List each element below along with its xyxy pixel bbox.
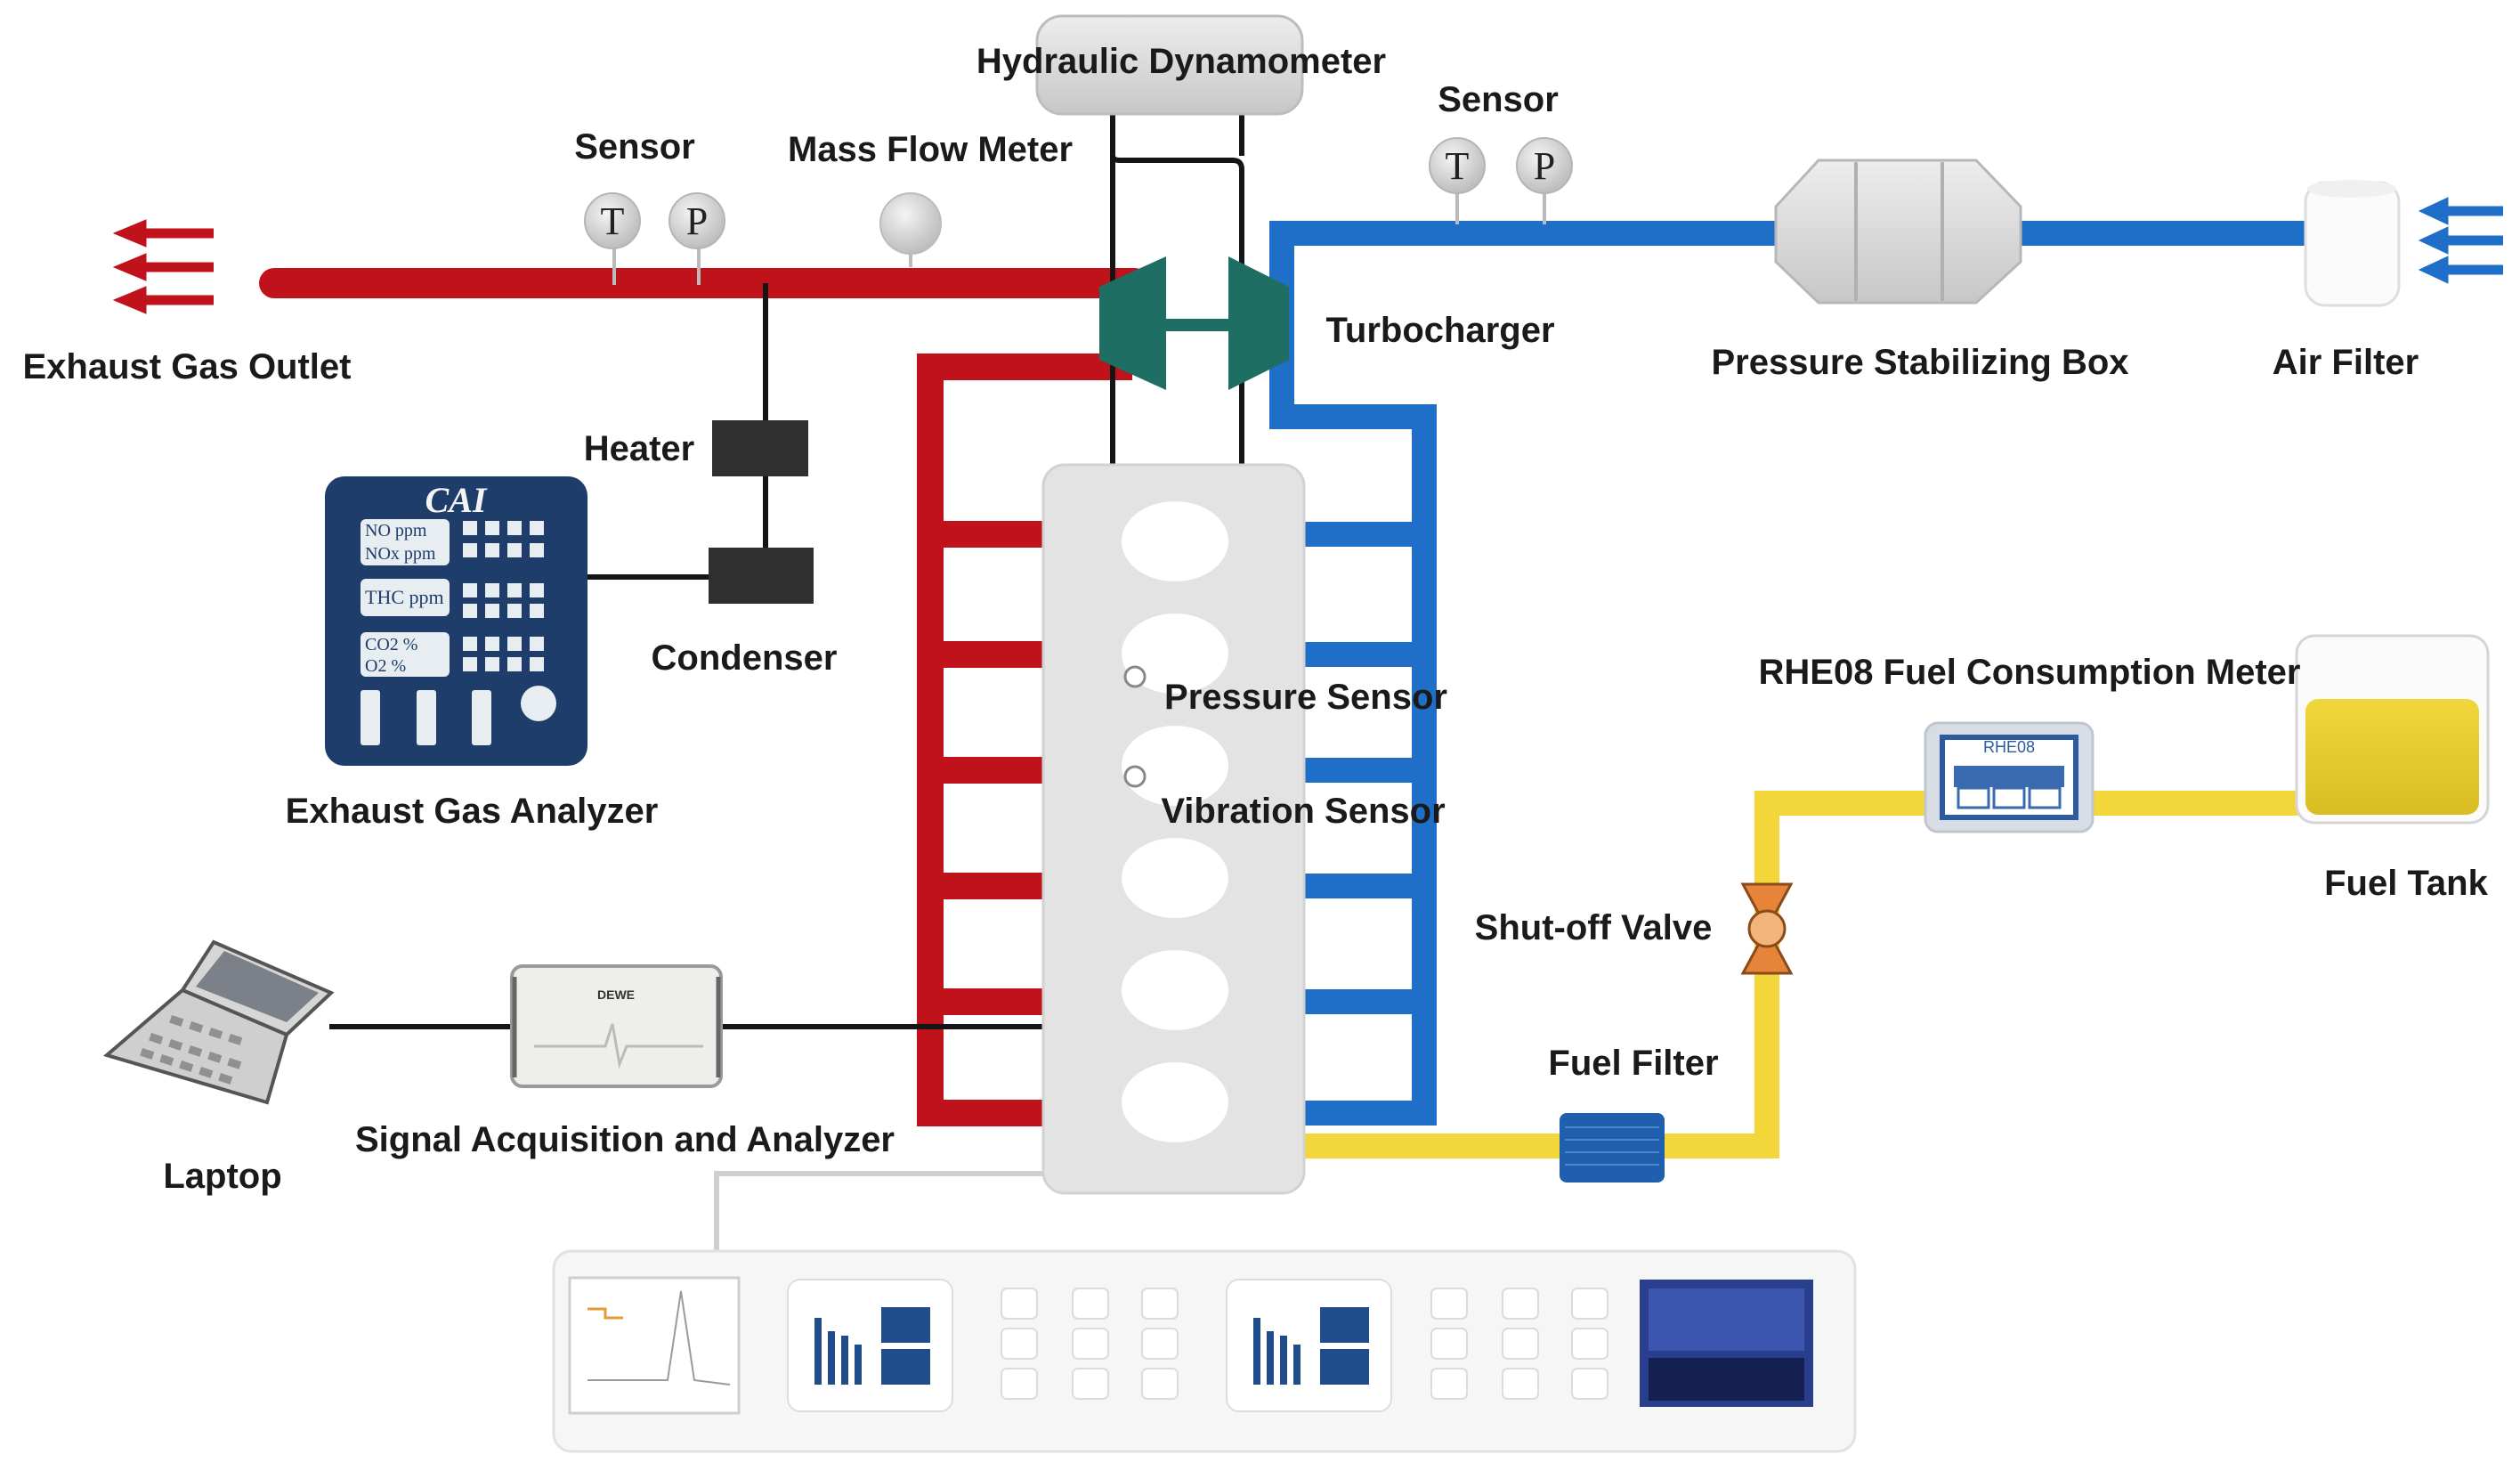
label-exhaust-sensor: Sensor (574, 127, 695, 167)
svg-text:NO ppm: NO ppm (365, 521, 427, 540)
engine-block (1041, 463, 1306, 1195)
label-pressure-stabilizing-box: Pressure Stabilizing Box (1711, 343, 2128, 382)
cylinder (1122, 501, 1228, 581)
monitoring-panel (552, 1249, 1857, 1453)
label-fuel-filter: Fuel Filter (1548, 1044, 1718, 1083)
label-hydraulic-dynamometer: Hydraulic Dynamometer (976, 42, 1386, 81)
svg-text:P: P (686, 199, 708, 243)
svg-text:DEWE: DEWE (597, 987, 635, 1002)
cylinder (1122, 838, 1228, 918)
fuel-line (1304, 791, 2314, 1158)
panel-connector (714, 1171, 1050, 1251)
svg-text:RHE08: RHE08 (1983, 738, 2035, 756)
label-pressure-sensor: Pressure Sensor (1164, 678, 1447, 717)
exhaust-pressure-sensor: P (668, 192, 725, 285)
signal-acquisition-device: DEWE (510, 964, 723, 1088)
air-inlet-arrows (2418, 197, 2503, 284)
svg-text:O2 %: O2 % (365, 656, 406, 676)
svg-text:CAI: CAI (425, 480, 488, 520)
hydraulic-dynamometer (1035, 14, 1304, 116)
shut-off-valve (1740, 882, 1794, 975)
fuel-tank (2295, 634, 2490, 825)
exhaust-manifold (917, 354, 1132, 1126)
label-heater: Heater (584, 429, 695, 468)
air-filter (2304, 180, 2401, 307)
label-condenser: Condenser (652, 638, 838, 678)
mass-flow-meter (879, 192, 942, 267)
label-intake-sensor: Sensor (1438, 80, 1559, 119)
laptop (102, 939, 335, 1105)
cylinder (1122, 1062, 1228, 1142)
svg-text:THC ppm: THC ppm (365, 586, 444, 608)
svg-text:T: T (1446, 144, 1470, 188)
fuel-filter (1560, 1113, 1665, 1182)
svg-text:P: P (1534, 144, 1555, 188)
heater (712, 420, 808, 476)
label-air-filter: Air Filter (2273, 343, 2419, 382)
cylinder (1122, 950, 1228, 1030)
exhaust-outlet-arrows (112, 219, 214, 314)
label-rhe08-meter: RHE08 Fuel Consumption Meter (1759, 653, 2301, 692)
vibration-sensor-node (1123, 765, 1147, 788)
label-vibration-sensor: Vibration Sensor (1161, 792, 1445, 831)
label-turbocharger: Turbocharger (1325, 311, 1554, 350)
condenser (709, 548, 814, 604)
label-mass-flow-meter: Mass Flow Meter (788, 130, 1073, 169)
label-exhaust-gas-analyzer: Exhaust Gas Analyzer (286, 792, 659, 831)
rhe08-fuel-consumption-meter: RHE08 (1924, 721, 2095, 833)
pressure-stabilizing-box (1774, 158, 2022, 305)
svg-text:NOx ppm: NOx ppm (365, 544, 436, 564)
intake-temperature-sensor: T (1429, 137, 1486, 224)
turbocharger (1099, 256, 1289, 390)
label-fuel-tank: Fuel Tank (2324, 864, 2488, 903)
cylinder (1122, 726, 1228, 806)
intake-pressure-sensor: P (1516, 137, 1573, 224)
exhaust-temperature-sensor: T (584, 192, 641, 285)
label-exhaust-gas-outlet: Exhaust Gas Outlet (23, 347, 352, 386)
pressure-sensor-node (1123, 665, 1147, 688)
label-signal-acquisition: Signal Acquisition and Analyzer (355, 1120, 895, 1159)
label-shut-off-valve: Shut-off Valve (1475, 908, 1713, 947)
exhaust-gas-analyzer: CAI NO ppm NOx ppm THC ppm CO2 % O2 % (325, 476, 587, 766)
svg-text:CO2 %: CO2 % (365, 635, 417, 654)
label-laptop: Laptop (163, 1157, 281, 1196)
svg-text:T: T (601, 199, 625, 243)
cylinder (1122, 614, 1228, 694)
